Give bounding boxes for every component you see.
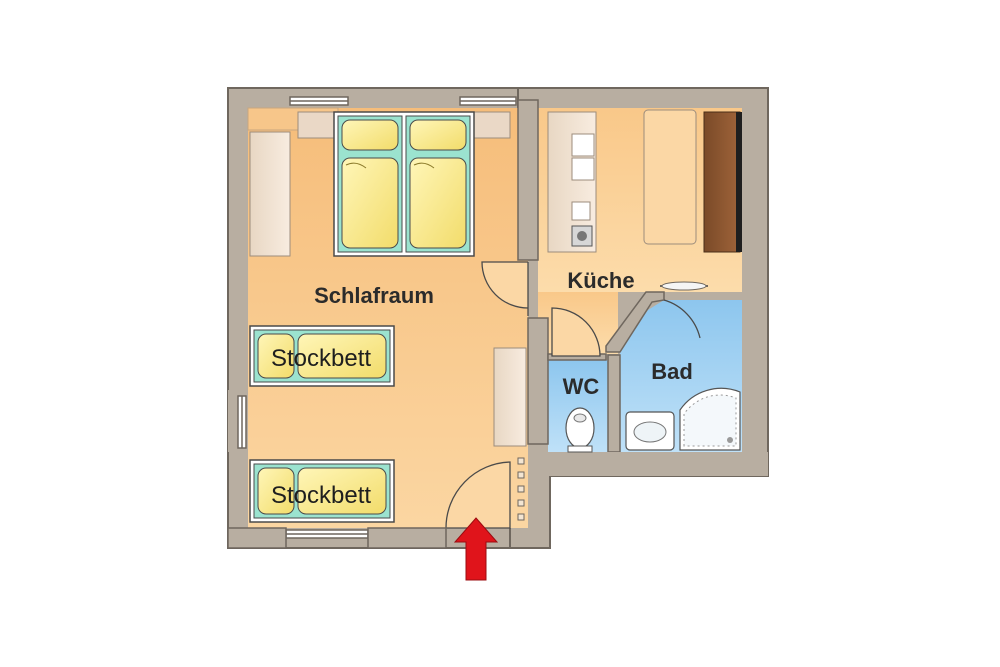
shower-icon: [679, 387, 741, 451]
schlafraum-furniture: [247, 107, 527, 523]
door-wc: [551, 307, 601, 357]
bathroom-fixtures: [565, 387, 741, 453]
door-bad: [663, 299, 701, 339]
entrance-arrow-icon: [453, 517, 499, 581]
toilet-icon: [565, 407, 595, 453]
room-label-bad: Bad: [651, 359, 693, 384]
kitchen-bench: [703, 111, 741, 253]
kueche-furniture: [547, 109, 742, 291]
room-label-wc: WC: [563, 374, 600, 399]
door-kueche: [481, 261, 529, 309]
room-label-schlafraum: Schlafraum: [314, 283, 434, 308]
door-entrance: [445, 461, 511, 529]
bunk-bed-top: [249, 325, 395, 387]
wardrobe-right: [493, 347, 527, 447]
bunk-bed-bottom: [249, 459, 395, 523]
bed-label-bottom: Stockbett: [271, 482, 371, 509]
doors: [445, 261, 701, 529]
interior-walls: [228, 99, 768, 476]
sink-icon: [625, 411, 675, 451]
double-bed: [333, 111, 475, 257]
bed-label-top: Stockbett: [271, 345, 371, 372]
windows: [237, 96, 517, 539]
room-label-kueche: Küche: [567, 268, 634, 293]
wardrobe-left: [249, 131, 291, 257]
kitchen-table: [643, 109, 697, 245]
